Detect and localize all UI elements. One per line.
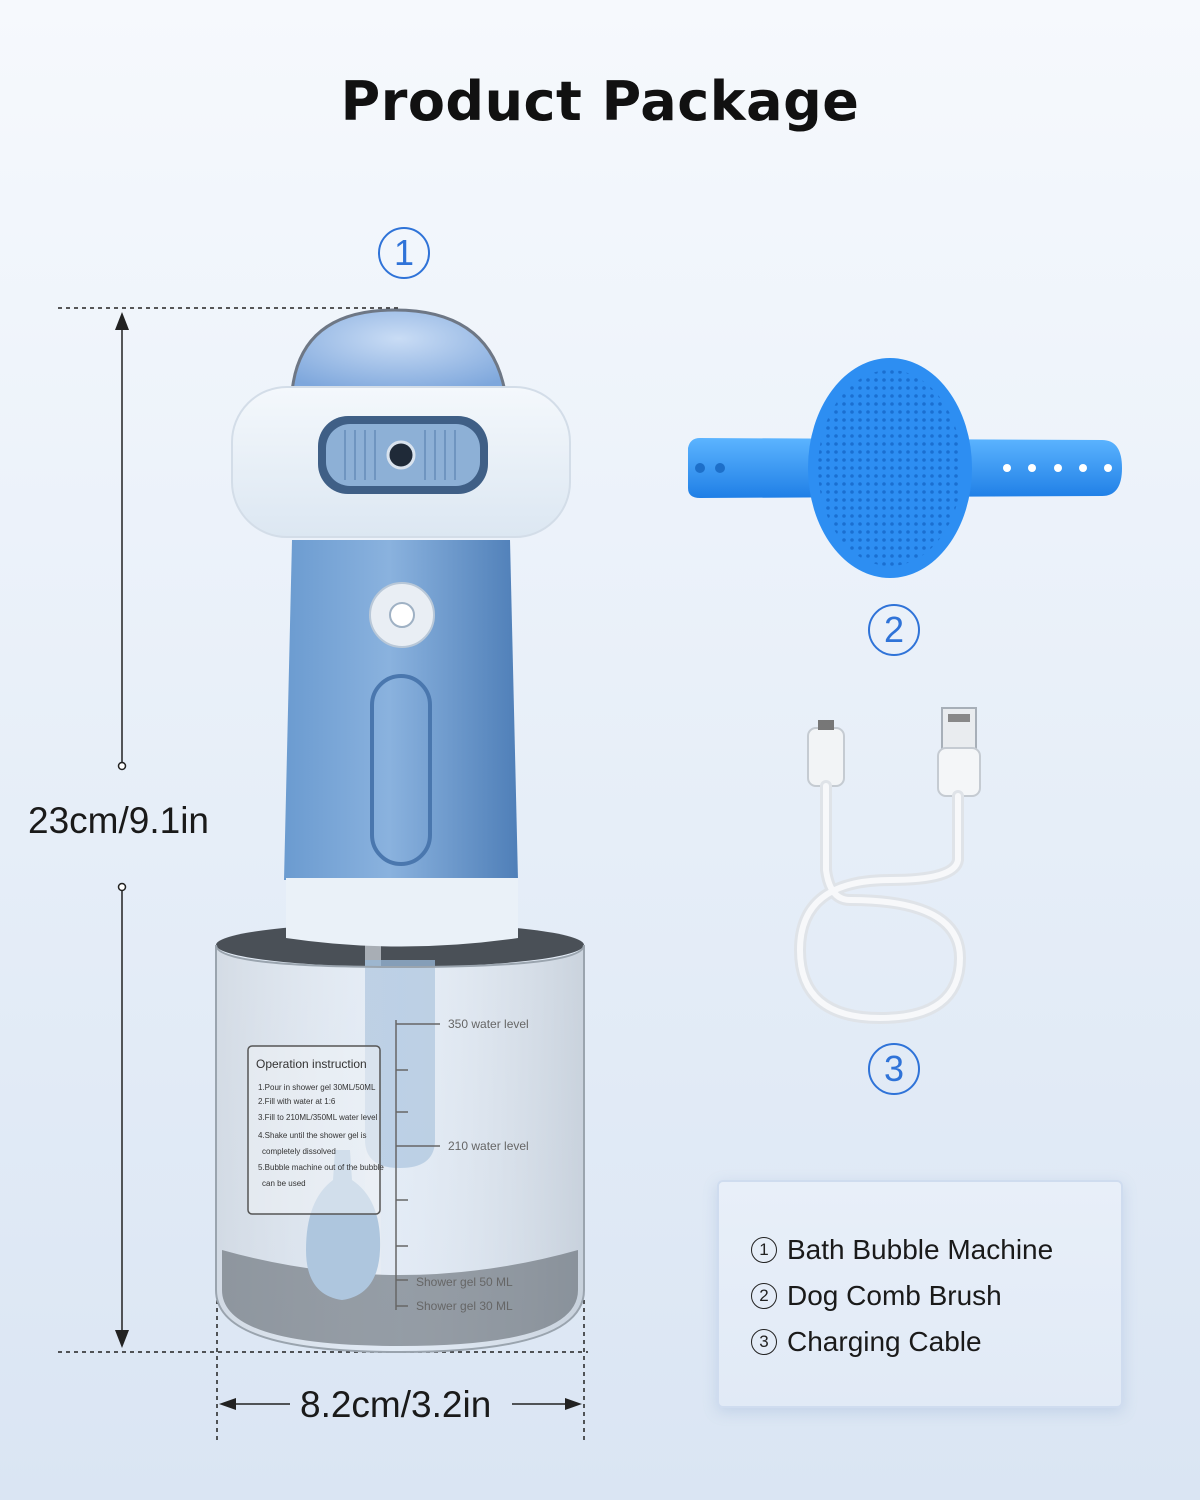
instruction-line: 3.Fill to 210ML/350ML water level — [258, 1113, 378, 1122]
width-dimension-lines — [216, 1300, 585, 1440]
water-level-210: 210 water level — [448, 1139, 529, 1153]
instruction-line: 1.Pour in shower gel 30ML/50ML — [258, 1083, 376, 1092]
water-level-350: 350 water level — [448, 1017, 529, 1031]
gel-level-30: Shower gel 30 ML — [416, 1299, 513, 1313]
dome-cap — [290, 308, 507, 394]
legend-label: Charging Cable — [787, 1326, 982, 1357]
legend-number: 3 — [751, 1329, 777, 1355]
device-handle — [284, 540, 518, 880]
gel-level-50: Shower gel 50 ML — [416, 1275, 513, 1289]
legend-number: 2 — [751, 1283, 777, 1309]
instruction-line: completely dissolved — [262, 1147, 336, 1156]
height-dimension-lines — [58, 307, 588, 1353]
height-dimension-label: 23cm/9.1in — [28, 800, 209, 841]
instruction-line: can be used — [262, 1179, 306, 1188]
legend-label: Bath Bubble Machine — [787, 1234, 1054, 1265]
legend-number: 1 — [751, 1237, 777, 1263]
package-legend: 1 Bath Bubble Machine 2 Dog Comb Brush 3… — [717, 1180, 1123, 1408]
instruction-heading: Operation instruction — [256, 1057, 367, 1071]
instruction-line: 2.Fill with water at 1:6 — [258, 1097, 336, 1106]
width-dimension-label: 8.2cm/3.2in — [300, 1384, 492, 1425]
badge-3: 3 — [868, 1043, 920, 1095]
badge-2: 2 — [868, 604, 920, 656]
bath-bubble-machine — [215, 308, 585, 1354]
legend-label: Dog Comb Brush — [787, 1280, 1002, 1311]
dog-comb-brush — [688, 358, 1122, 578]
gel-bottle — [306, 1150, 381, 1300]
instruction-line: 4.Shake until the shower gel is — [258, 1131, 367, 1140]
instruction-line: 5.Bubble machine out of the bubble — [258, 1163, 384, 1172]
badge-1: 1 — [378, 227, 430, 279]
legend-item: 1 Bath Bubble Machine — [751, 1230, 1053, 1270]
grip-slot — [370, 674, 432, 866]
device-collar — [286, 878, 518, 947]
legend-item: 2 Dog Comb Brush — [751, 1276, 1002, 1316]
page-title: Product Package — [340, 70, 860, 133]
legend-item: 3 Charging Cable — [751, 1322, 982, 1362]
instruction-card — [247, 1045, 381, 1215]
charging-cable — [793, 707, 981, 1025]
